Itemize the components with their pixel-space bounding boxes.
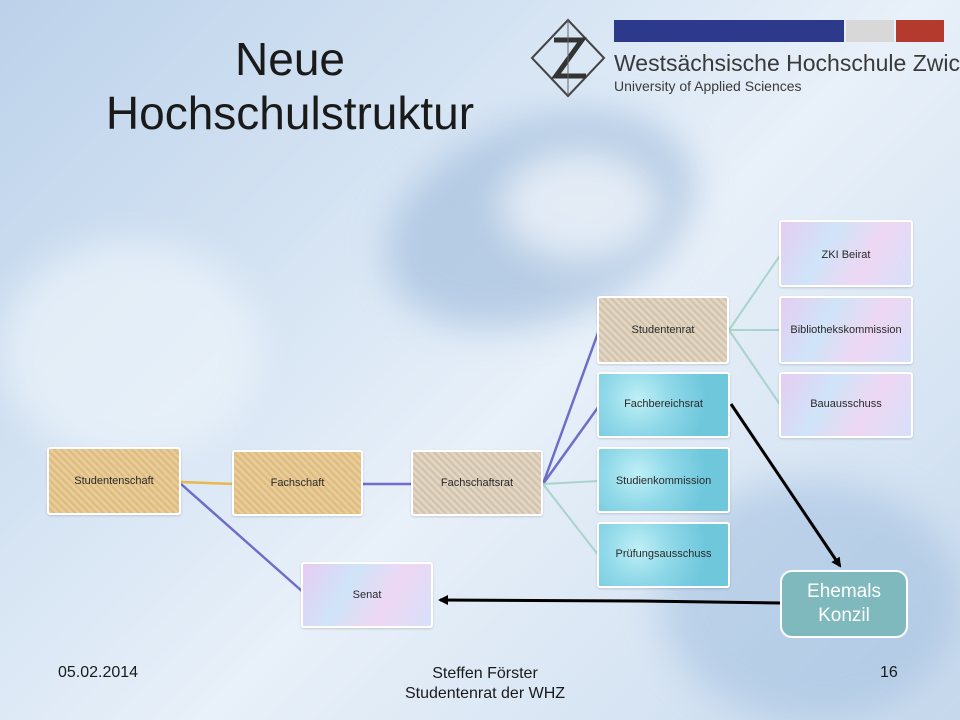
footer-author-org: Studentenrat der WHZ: [404, 685, 566, 702]
node-studentenschaft: Studentenschaft: [47, 447, 181, 515]
footer-page-number: 16: [880, 664, 898, 681]
footer-author-name: Steffen Förster: [432, 665, 538, 682]
logo-bar-gray: [846, 20, 894, 42]
node-fachbereichsrat: Fachbereichsrat: [597, 372, 730, 438]
node-fachschaft: Fachschaft: [232, 450, 363, 516]
institution-subtitle: University of Applied Sciences: [614, 78, 802, 94]
background-shape: [500, 150, 660, 260]
background-shape: [0, 240, 260, 460]
node-studienkommission-label: Studienkommission: [615, 475, 712, 487]
connector-studentenrat-zki: [728, 253, 782, 331]
connector-fachschaftsrat-studienkommission: [542, 480, 600, 485]
node-fachschaftsrat: Fachschaftsrat: [411, 450, 543, 516]
node-pruefungsausschuss-label: Prüfungsausschuss: [615, 548, 712, 560]
node-zki-beirat-label: ZKI Beirat: [821, 249, 871, 261]
node-bauausschuss: Bauausschuss: [779, 372, 913, 438]
connector-studentenschaft-senat: [180, 483, 304, 593]
node-bauausschuss-label: Bauausschuss: [810, 398, 882, 410]
arrow-fachbereichsrat-konzil: [729, 403, 842, 568]
node-ehemals-konzil: Ehemals Konzil: [780, 570, 908, 638]
connector-studentenschaft-fachschaft: [180, 480, 235, 486]
institution-name: Westsächsische Hochschule Zwickau: [614, 50, 960, 76]
node-senat: Senat: [301, 562, 433, 628]
node-studentenrat: Studentenrat: [597, 296, 729, 364]
connector-fachschaftsrat-fachbereichsrat: [541, 405, 601, 485]
node-pruefungsausschuss: Prüfungsausschuss: [597, 522, 730, 588]
connector-fachschaftsrat-studentenrat: [541, 329, 601, 485]
node-studienkommission: Studienkommission: [597, 447, 730, 513]
logo-bar-blue: [614, 20, 844, 42]
arrow-konzil-senat: [438, 595, 781, 606]
logo-bar-red: [896, 20, 944, 42]
footer-date: 05.02.2014: [58, 664, 139, 681]
connector-studentenrat-bauausschuss: [728, 329, 782, 407]
node-fachbereichsrat-label: Fachbereichsrat: [624, 398, 703, 410]
node-zki-beirat: ZKI Beirat: [779, 220, 913, 287]
footer-author: Steffen Förster Studentenrat der WHZ: [370, 664, 600, 704]
connector-fachschaftsrat-pruefungsausschuss: [542, 483, 600, 557]
node-bibliothekskommission: Bibliothekskommission: [779, 296, 913, 364]
slide-title: Neue Hochschulstruktur: [105, 33, 475, 139]
logo-mark-icon: [530, 18, 606, 98]
